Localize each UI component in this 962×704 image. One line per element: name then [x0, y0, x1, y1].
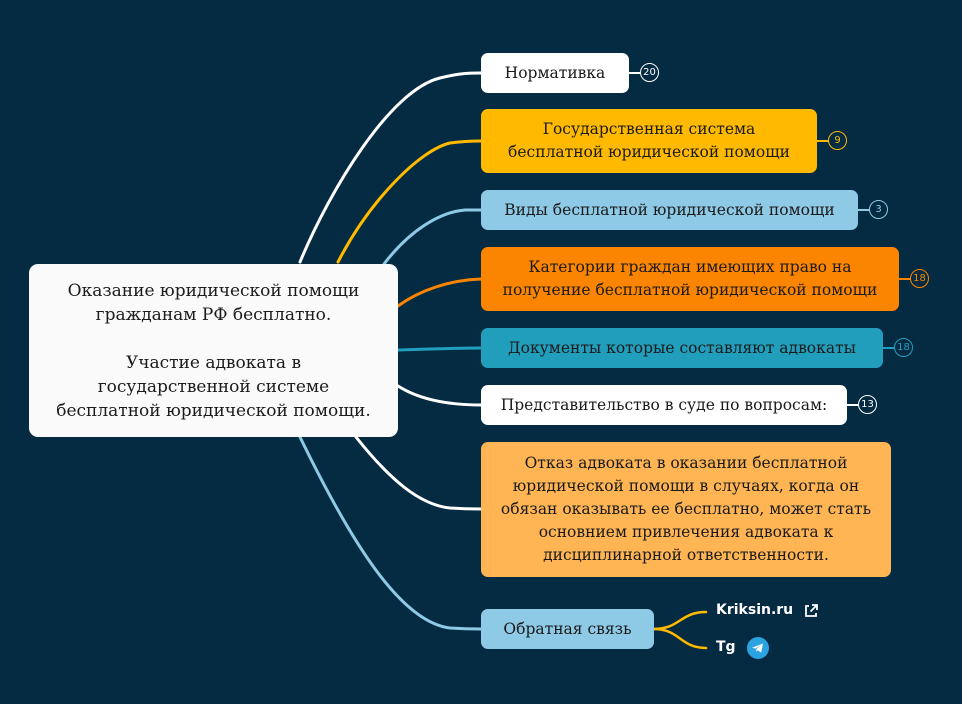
connector-normativka [298, 71, 483, 264]
connector-dokumenty [396, 346, 483, 352]
count-badge-normativka[interactable]: 20 [640, 63, 659, 82]
connector-obratnaya-svyaz [298, 435, 483, 631]
branch-gossistema[interactable]: Государственная система бесплатной юриди… [481, 109, 817, 173]
connector-otkaz [354, 435, 483, 511]
feedback-link-tg[interactable]: Tg [716, 639, 736, 655]
connector-kategorii [396, 277, 483, 308]
connector-gossistema [336, 139, 483, 264]
branch-obratnaya-svyaz[interactable]: Обратная связь [481, 609, 654, 649]
count-badge-gossistema[interactable]: 9 [828, 131, 847, 150]
count-badge-predstavitelstvo[interactable]: 13 [858, 395, 877, 414]
connector-vidy [382, 208, 483, 266]
count-badge-dokumenty[interactable]: 18 [894, 338, 913, 357]
external-link-icon[interactable] [803, 603, 819, 619]
branch-otkaz[interactable]: Отказ адвоката в оказании бесплатной юри… [481, 442, 891, 577]
branch-vidy[interactable]: Виды бесплатной юридической помощи [481, 190, 858, 230]
connector-feedback-kriksin [652, 610, 708, 631]
connector-predstavitelstvo [396, 384, 483, 407]
branch-kategorii[interactable]: Категории граждан имеющих право на получ… [481, 247, 899, 311]
branch-normativka[interactable]: Нормативка [481, 53, 629, 93]
count-badge-vidy[interactable]: 3 [869, 200, 888, 219]
count-badge-kategorii[interactable]: 18 [910, 269, 929, 288]
telegram-icon[interactable] [747, 637, 769, 659]
feedback-link-kriksin[interactable]: Kriksin.ru [716, 602, 794, 618]
connector-feedback-tg [652, 627, 708, 650]
branch-predstavitelstvo[interactable]: Представительство в суде по вопросам: [481, 385, 847, 425]
branch-dokumenty[interactable]: Документы которые составляют адвокаты [481, 328, 883, 368]
root-topic[interactable]: Оказание юридической помощи гражданам РФ… [29, 264, 398, 437]
